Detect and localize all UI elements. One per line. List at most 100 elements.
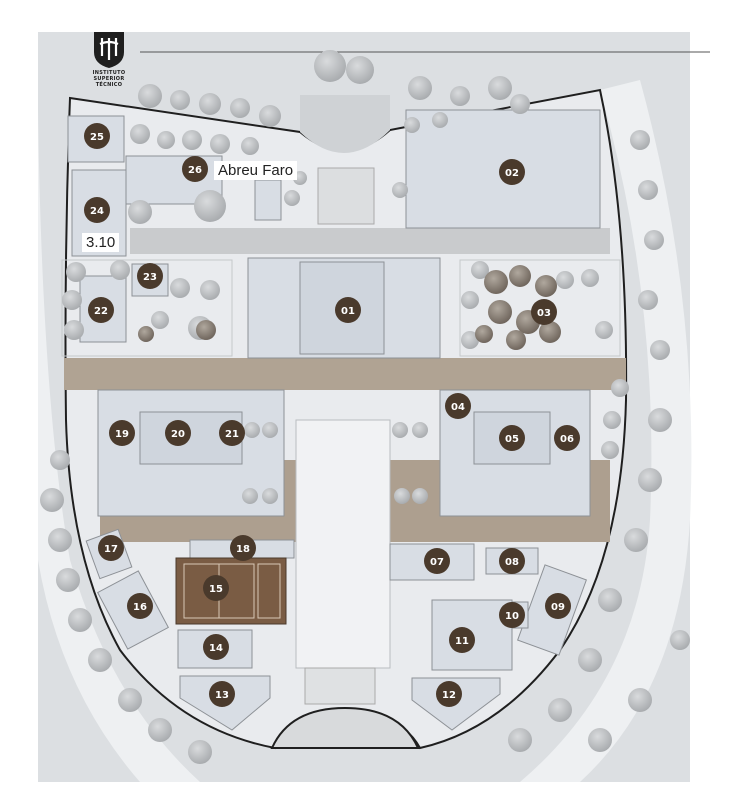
marker-label: 01 [341, 306, 355, 317]
marker-01[interactable]: 01 [335, 297, 361, 323]
tree [242, 488, 258, 504]
marker-label: 25 [90, 132, 104, 143]
tree [392, 182, 408, 198]
marker-02[interactable]: 02 [499, 159, 525, 185]
tree [432, 112, 448, 128]
south-entrance [270, 706, 420, 749]
marker-11[interactable]: 11 [449, 627, 475, 653]
marker-15[interactable]: 15 [203, 575, 229, 601]
tree [535, 275, 557, 297]
marker-20[interactable]: 20 [165, 420, 191, 446]
marker-16[interactable]: 16 [127, 593, 153, 619]
tree [509, 265, 531, 287]
marker-label: 14 [209, 643, 223, 654]
tree [548, 698, 572, 722]
tree [461, 291, 479, 309]
tree [404, 117, 420, 133]
building-15-court[interactable] [175, 557, 287, 625]
marker-label: 21 [225, 429, 239, 440]
tree [611, 379, 629, 397]
marker-03[interactable]: 03 [531, 299, 557, 325]
marker-circle [424, 548, 450, 574]
tree [603, 411, 621, 429]
tree [62, 290, 82, 310]
marker-17[interactable]: 17 [98, 535, 124, 561]
marker-label: 19 [115, 429, 129, 440]
marker-label: 12 [442, 690, 456, 701]
marker-08[interactable]: 08 [499, 548, 525, 574]
tree [588, 728, 612, 752]
marker-21[interactable]: 21 [219, 420, 245, 446]
marker-12[interactable]: 12 [436, 681, 462, 707]
marker-circle [84, 197, 110, 223]
tree [475, 325, 493, 343]
tree [68, 608, 92, 632]
marker-14[interactable]: 14 [203, 634, 229, 660]
tree [450, 86, 470, 106]
central-walkway [295, 419, 391, 669]
tree [598, 588, 622, 612]
north-entrance [300, 95, 390, 154]
tree [157, 131, 175, 149]
south-steps [304, 667, 376, 705]
marker-circle [545, 593, 571, 619]
marker-circle [499, 602, 525, 628]
tree [488, 76, 512, 100]
tree [230, 98, 250, 118]
tree [508, 728, 532, 752]
ist-logo-icon [94, 32, 124, 68]
marker-circle [209, 681, 235, 707]
tree [471, 261, 489, 279]
marker-label: 11 [455, 636, 469, 647]
marker-circle [499, 425, 525, 451]
trees-dark [138, 265, 561, 350]
tree [595, 321, 613, 339]
marker-label: 03 [537, 308, 551, 319]
marker-26[interactable]: 26 [182, 156, 208, 182]
marker-circle [499, 159, 525, 185]
tree [170, 278, 190, 298]
marker-circle [88, 297, 114, 323]
tree [50, 450, 70, 470]
marker-label: 15 [209, 584, 223, 595]
tree [40, 488, 64, 512]
marker-10[interactable]: 10 [499, 602, 525, 628]
tree [138, 84, 162, 108]
tree [110, 260, 130, 280]
tree [199, 93, 221, 115]
marker-circle [165, 420, 191, 446]
tree [188, 740, 212, 764]
tree [88, 648, 112, 672]
tree [601, 441, 619, 459]
tree [170, 90, 190, 110]
marker-05[interactable]: 05 [499, 425, 525, 451]
marker-circle [127, 593, 153, 619]
marker-22[interactable]: 22 [88, 297, 114, 323]
marker-25[interactable]: 25 [84, 123, 110, 149]
marker-04[interactable]: 04 [445, 393, 471, 419]
tree [581, 269, 599, 287]
tree [130, 124, 150, 144]
marker-13[interactable]: 13 [209, 681, 235, 707]
tree [241, 137, 259, 155]
marker-label: 04 [451, 402, 465, 413]
tree [194, 190, 226, 222]
building-22[interactable] [79, 275, 127, 343]
trees [40, 50, 690, 764]
marker-07[interactable]: 07 [424, 548, 450, 574]
tree [412, 422, 428, 438]
marker-23[interactable]: 23 [137, 263, 163, 289]
street-label: Abreu Faro [214, 161, 298, 180]
marker-09[interactable]: 09 [545, 593, 571, 619]
marker-circle [109, 420, 135, 446]
building-markers: 01 02 03 04 05 06 07 08 09 10 11 12 13 14 15 16 17 18 19 20… [84, 123, 580, 707]
marker-06[interactable]: 06 [554, 425, 580, 451]
marker-circle [531, 299, 557, 325]
marker-19[interactable]: 19 [109, 420, 135, 446]
tree [64, 320, 84, 340]
marker-24[interactable]: 24 [84, 197, 110, 223]
tree [128, 200, 152, 224]
marker-18[interactable]: 18 [230, 535, 256, 561]
plaza-upper [130, 228, 610, 254]
tree [488, 300, 512, 324]
